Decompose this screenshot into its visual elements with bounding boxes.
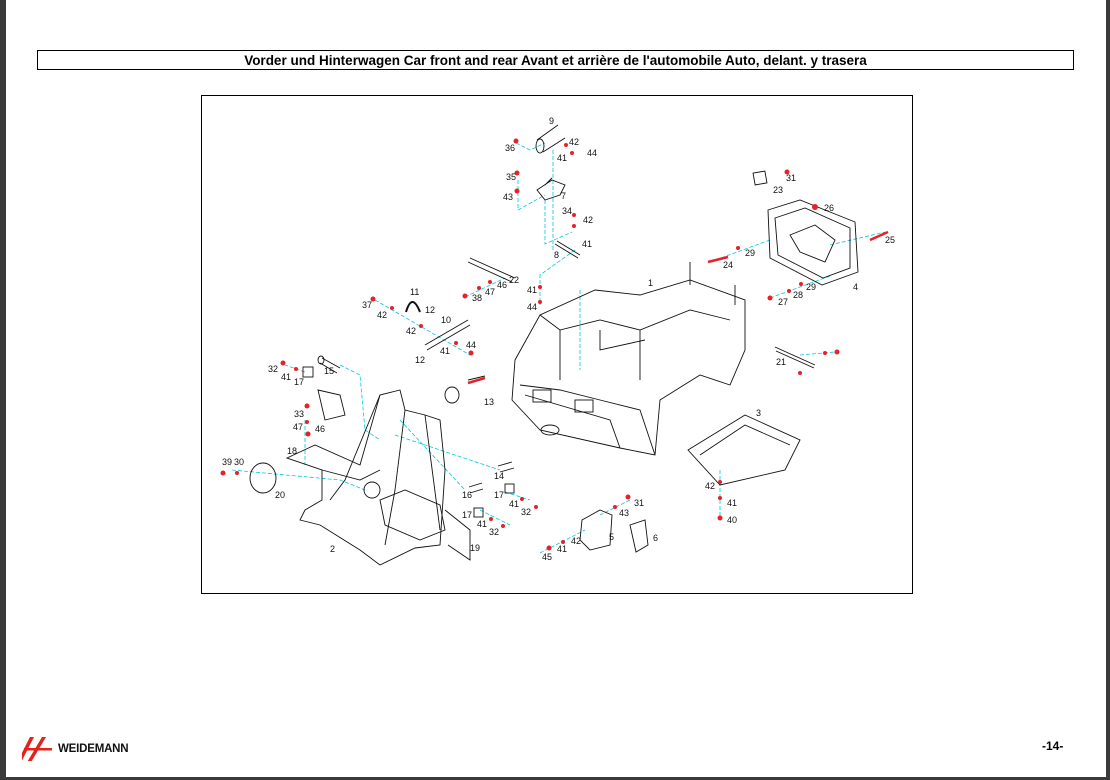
callout-3: 3	[756, 408, 761, 418]
callout-22: 22	[509, 275, 519, 285]
brand-name: WEIDEMANN	[58, 743, 129, 755]
parts-diagram-frame	[201, 95, 913, 594]
callout-11: 11	[410, 287, 419, 297]
callout-37: 37	[362, 300, 372, 310]
callout-10: 10	[441, 315, 451, 325]
callout-19: 19	[470, 543, 480, 553]
callout-31: 31	[634, 498, 644, 508]
callout-26: 26	[824, 203, 834, 213]
callout-41: 41	[557, 544, 567, 554]
callout-4: 4	[853, 282, 858, 292]
callout-5: 5	[609, 532, 614, 542]
callout-1: 1	[648, 278, 653, 288]
callout-15: 15	[324, 366, 334, 376]
callout-43: 43	[619, 508, 629, 518]
callout-42: 42	[569, 137, 579, 147]
callout-17: 17	[462, 510, 472, 520]
callout-12: 12	[425, 305, 435, 315]
callout-34: 34	[562, 206, 572, 216]
callout-40: 40	[727, 515, 737, 525]
callout-39: 39	[222, 457, 232, 467]
callout-7: 7	[561, 191, 566, 201]
callout-43: 43	[503, 192, 513, 202]
page-title: Vorder und Hinterwagen Car front and rea…	[37, 50, 1074, 70]
callout-32: 32	[521, 507, 531, 517]
callout-44: 44	[587, 148, 597, 158]
callout-36: 36	[505, 143, 515, 153]
page-edge-right	[1106, 0, 1110, 780]
page-edge-left	[0, 0, 6, 780]
callout-29: 29	[806, 282, 816, 292]
leader-lines	[231, 142, 886, 554]
callout-42: 42	[583, 215, 593, 225]
callout-42: 42	[571, 536, 581, 546]
callout-41: 41	[281, 372, 291, 382]
callout-8: 8	[554, 250, 559, 260]
callout-47: 47	[485, 287, 495, 297]
callout-46: 46	[497, 280, 507, 290]
callout-24: 24	[723, 260, 733, 270]
callout-9: 9	[549, 116, 554, 126]
callout-27: 27	[778, 297, 788, 307]
callout-33: 33	[294, 409, 304, 419]
callout-12: 12	[415, 355, 425, 365]
callout-41: 41	[727, 498, 737, 508]
callout-6: 6	[653, 533, 658, 543]
callout-46: 46	[315, 424, 325, 434]
callout-14: 14	[494, 471, 504, 481]
callout-41: 41	[509, 499, 519, 509]
page-number: -14-	[1042, 739, 1064, 753]
callout-21: 21	[776, 357, 786, 367]
callout-38: 38	[472, 293, 482, 303]
callout-23: 23	[773, 185, 783, 195]
callout-45: 45	[542, 552, 552, 562]
callout-2: 2	[330, 544, 335, 554]
weidemann-logo-mark	[22, 737, 52, 761]
callout-20: 20	[275, 490, 285, 500]
callout-42: 42	[406, 326, 416, 336]
callout-41: 41	[477, 519, 487, 529]
callout-41: 41	[557, 153, 567, 163]
callout-35: 35	[506, 172, 516, 182]
callout-32: 32	[489, 527, 499, 537]
callout-44: 44	[527, 302, 537, 312]
callout-16: 16	[462, 490, 472, 500]
callout-32: 32	[268, 364, 278, 374]
callout-17: 17	[294, 377, 304, 387]
callout-29: 29	[745, 248, 755, 258]
callout-42: 42	[377, 310, 387, 320]
callout-17: 17	[494, 490, 504, 500]
callout-44: 44	[466, 340, 476, 350]
callout-18: 18	[287, 446, 297, 456]
callout-42: 42	[705, 481, 715, 491]
callout-41: 41	[527, 285, 537, 295]
callout-47: 47	[293, 422, 303, 432]
callout-31: 31	[786, 173, 796, 183]
weidemann-logo: WEIDEMANN	[22, 737, 129, 761]
part-drawings	[249, 124, 889, 566]
callout-25: 25	[885, 235, 895, 245]
fasteners	[220, 138, 840, 551]
callout-41: 41	[582, 239, 592, 249]
callout-30: 30	[234, 457, 244, 467]
callout-41: 41	[440, 346, 450, 356]
callout-13: 13	[484, 397, 494, 407]
callout-28: 28	[793, 290, 803, 300]
page-edge-bottom	[0, 777, 1110, 780]
